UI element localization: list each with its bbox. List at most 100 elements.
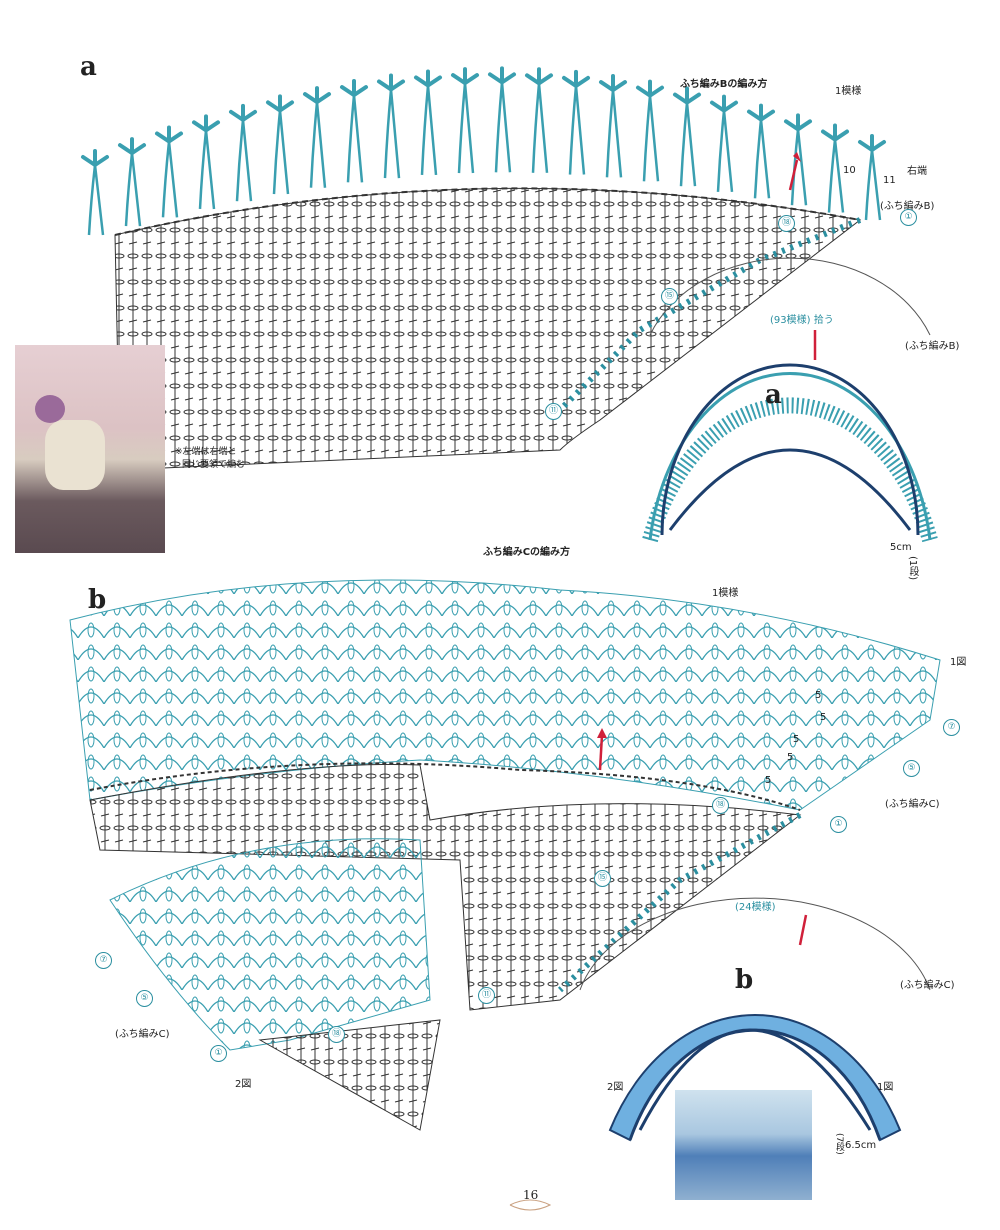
schematic-fig2: 2図 — [607, 1082, 624, 1093]
chart-b-body — [89, 763, 802, 1011]
fringe-knot — [636, 79, 664, 98]
fringe-strand — [383, 89, 401, 179]
fringe-strand — [494, 82, 512, 173]
chart-a-body — [114, 187, 862, 471]
rows-label-b: (7段) — [834, 1133, 844, 1155]
row-marker: ⑤ — [136, 990, 153, 1007]
schematic-a — [642, 257, 938, 543]
count-label: 5 — [765, 775, 772, 786]
fringe-knot — [673, 86, 701, 105]
fringe-strand — [568, 85, 586, 175]
fringe-knot — [266, 94, 294, 113]
width-label: 5cm — [890, 542, 912, 553]
count-label: 5 — [820, 712, 827, 723]
fringe-knot — [821, 123, 849, 142]
fringe-strand — [235, 119, 253, 202]
fringe-strand — [87, 164, 105, 236]
rows-label: (1段) — [907, 556, 918, 581]
page-number: 16 — [523, 1188, 539, 1202]
chart-b-lace — [69, 579, 941, 811]
schematic-a-letter: a — [765, 380, 782, 410]
flower-corsage — [35, 395, 65, 423]
row-marker: ⑱ — [328, 1026, 345, 1043]
fringe-knot — [81, 149, 109, 167]
note-line1: ※左端は右端と — [175, 447, 237, 457]
fringe-knot — [858, 134, 886, 152]
schematic-edging-c-label: (ふち編みC) — [900, 980, 955, 991]
section-a-letter: a — [80, 52, 97, 82]
fringe-strand — [161, 141, 179, 218]
fringe-knot — [340, 79, 368, 98]
fringe-strand — [272, 110, 290, 195]
edging-c-label-right: (ふち編みC) — [885, 799, 940, 810]
fringe-knot — [525, 67, 553, 86]
fringe-knot — [303, 86, 331, 105]
row-marker: ① — [210, 1045, 227, 1062]
figure1-label: 1図 — [950, 657, 967, 668]
row-marker: ⑮ — [661, 288, 678, 305]
photo-shawl-b — [675, 1090, 812, 1200]
fringe-knot — [155, 125, 183, 144]
fringe-knot — [414, 69, 442, 88]
pickup-label-b: (24模様) — [735, 902, 776, 913]
pickup-label: (93模様) 拾う — [770, 315, 834, 326]
section-b-letter: b — [88, 585, 107, 615]
section-b-title: ふち編みCの編み方 — [483, 547, 571, 558]
fringe-knot — [599, 74, 627, 93]
row-marker: ⑦ — [943, 719, 960, 736]
fringe-strand — [457, 82, 475, 174]
fringe-strand — [716, 110, 734, 192]
width-label-b: 6.5cm — [845, 1140, 877, 1151]
row-marker: ⑤ — [903, 760, 920, 777]
row-marker: ⑱ — [712, 797, 729, 814]
fringe-knot — [784, 113, 812, 132]
photo-shawl-a — [15, 345, 165, 553]
chart-b-left-piece — [109, 838, 431, 1051]
fringe-knot — [747, 103, 775, 122]
fringe-strand — [605, 89, 623, 178]
fringe-knot — [192, 114, 220, 133]
fringe-knot — [488, 66, 516, 85]
row-10: 10 — [843, 165, 856, 176]
fringe-knot — [118, 137, 146, 156]
schematic-b — [579, 897, 931, 1142]
fringe-knot — [710, 94, 738, 113]
fringe-strand — [309, 101, 327, 188]
edging-b-label: (ふち編みB) — [880, 201, 935, 212]
schematic-b-letter: b — [735, 965, 754, 995]
row-marker: ⑱ — [778, 215, 795, 232]
row-11: 11 — [883, 175, 896, 186]
count-label: 5 — [787, 752, 794, 763]
repeat-label-b: 1模様 — [712, 588, 739, 599]
schematic-edging-label: (ふち編みB) — [905, 341, 960, 352]
row-marker: ⑮ — [594, 870, 611, 887]
fringe-strand — [198, 130, 216, 210]
count-label: 5 — [793, 734, 800, 745]
row-marker: ① — [830, 816, 847, 833]
schematic-fig1: 1図 — [877, 1082, 894, 1093]
edging-c-label-left: (ふち編みC) — [115, 1029, 170, 1040]
fringe-strand — [827, 139, 845, 213]
fringe-strand — [642, 95, 660, 182]
fringe-strand — [346, 94, 364, 183]
row-marker: ⑪ — [545, 403, 562, 420]
fringe-strand — [679, 102, 697, 187]
row-marker: ⑪ — [478, 987, 495, 1004]
fringe-strand — [531, 83, 549, 173]
fringe-knot — [229, 103, 257, 122]
right-end-label: 右端 — [907, 166, 927, 177]
fringe-knot — [377, 73, 405, 92]
fringe-strand — [753, 119, 771, 199]
figure2-label: 2図 — [235, 1079, 252, 1090]
row-marker: ⑦ — [95, 952, 112, 969]
fringe-strand — [864, 149, 882, 221]
fringe-knot — [562, 69, 590, 88]
section-a-title: ふち編みBの編み方 — [680, 79, 768, 90]
fringe-knot — [451, 67, 479, 86]
repeat-label: 1模様 — [835, 86, 862, 97]
row-marker: ① — [900, 209, 917, 226]
fringe-strand — [124, 152, 142, 227]
fringe-strand — [420, 85, 438, 176]
